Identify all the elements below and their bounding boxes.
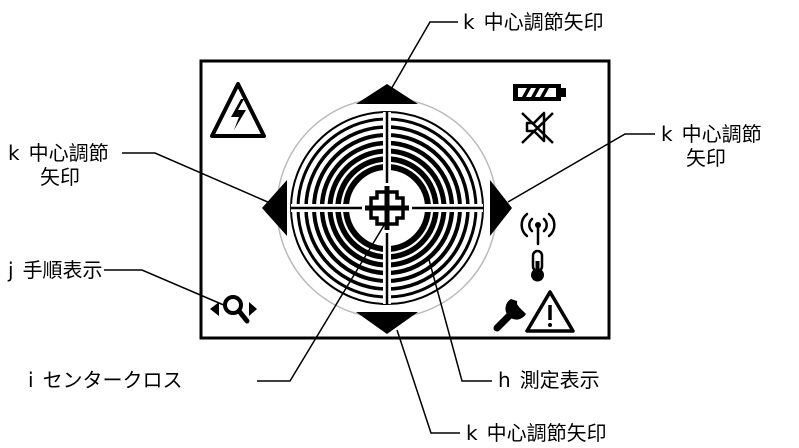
callout-leaders [104,21,655,434]
callout-text: 中心調節 [28,141,109,165]
wireless-signal-icon [520,212,556,246]
magnifier-procedure-icon [210,295,257,324]
callout-h-measurement-display: h 測定表示 [498,368,600,392]
callout-j-procedure-display: j 手順表示 [8,258,103,282]
callout-k-right: k 中心調節 矢印 [661,122,762,170]
battery-icon [513,84,566,101]
center-cross-icon [362,183,412,233]
callout-text: 中心調節 [681,122,762,146]
thermometer-icon [531,249,544,282]
callout-text-line2: 矢印 [686,146,726,170]
callout-letter: i [28,368,34,392]
arrow-down-icon [356,312,418,334]
callout-text-line2: 矢印 [40,165,80,189]
arrow-left-icon [262,180,287,236]
callout-letter: k [8,141,20,165]
callout-text: 手順表示 [22,258,103,282]
callout-text: 中心調節矢印 [483,10,604,34]
callout-letter: k [661,122,673,146]
caution-triangle-icon [525,290,575,333]
callout-text: センタークロス [42,368,183,392]
callout-text: 中心調節矢印 [486,421,607,445]
callout-letter: j [8,258,14,282]
callout-letter: h [498,368,511,392]
callout-k-top: k 中心調節矢印 [463,10,604,34]
callout-letter: k [463,10,475,34]
arrow-up-icon [356,84,418,104]
callout-i-center-cross: i センタークロス [28,368,183,392]
arrow-right-icon [490,180,512,236]
speaker-muted-icon [521,111,554,144]
wrench-icon [493,299,526,332]
display-frame [199,59,611,340]
callout-letter: k [466,421,478,445]
callout-k-bottom: k 中心調節矢印 [466,421,607,445]
callout-text: 測定表示 [519,368,600,392]
high-voltage-warning-icon [210,82,266,138]
callout-k-left: k 中心調節 矢印 [8,141,109,189]
